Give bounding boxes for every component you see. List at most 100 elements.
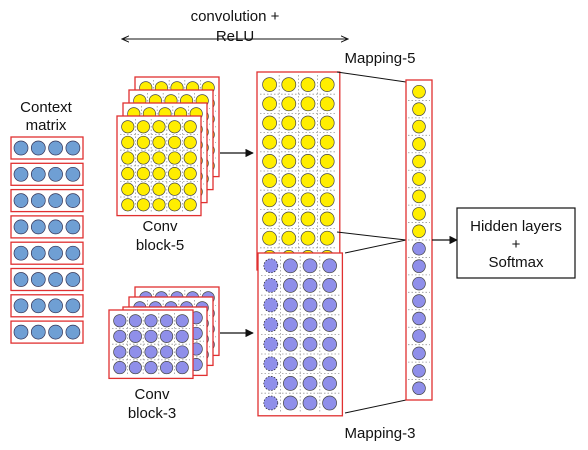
node-circle <box>302 395 318 411</box>
context-node <box>48 298 63 314</box>
node-circle <box>283 278 298 293</box>
node-circle <box>152 167 166 181</box>
context-row <box>10 136 84 160</box>
flat-node <box>412 294 426 308</box>
context-node <box>30 298 46 314</box>
node-circle <box>262 77 277 92</box>
node-circle <box>168 167 182 181</box>
flat-node <box>412 84 426 99</box>
context-matrix-label-line2: matrix <box>26 117 67 134</box>
node-circle <box>283 336 298 352</box>
node-circle <box>183 135 197 149</box>
node-circle <box>160 314 174 328</box>
node-circle <box>263 258 279 274</box>
mapping-3-projection-lines <box>344 239 407 414</box>
node-circle <box>144 345 158 359</box>
context-row <box>10 215 84 239</box>
node-circle <box>302 258 318 274</box>
node-circle <box>144 314 158 328</box>
node-circle <box>300 173 316 188</box>
node-circle <box>319 154 335 169</box>
node-circle <box>300 115 316 131</box>
node-circle <box>302 278 318 293</box>
context-node <box>65 166 81 182</box>
node-circle <box>128 361 142 375</box>
node-circle <box>121 182 135 196</box>
node-circle <box>168 198 182 212</box>
conv3-feature-map-front <box>108 309 194 380</box>
mapping-5-grid <box>256 71 341 271</box>
node-circle <box>128 314 142 328</box>
flat-node <box>412 154 426 169</box>
node-circle <box>136 151 150 165</box>
node-circle <box>319 115 335 131</box>
node-circle <box>281 77 297 92</box>
context-node <box>65 219 81 235</box>
flat-node <box>412 172 426 186</box>
node-circle <box>168 135 182 149</box>
conv-block-5-label-line1: Conv <box>142 218 178 235</box>
node-circle <box>144 361 158 375</box>
node-circle <box>183 182 197 196</box>
context-node <box>65 193 81 208</box>
context-node <box>30 272 46 287</box>
node-circle <box>183 120 197 134</box>
node-circle <box>283 395 298 411</box>
node-circle <box>175 361 189 375</box>
node-circle <box>319 192 335 208</box>
node-circle <box>136 198 150 212</box>
node-circle <box>322 376 337 391</box>
context-node <box>65 245 81 261</box>
node-circle <box>300 134 316 150</box>
context-row <box>10 267 84 292</box>
node-circle <box>168 120 182 134</box>
node-circle <box>175 345 189 359</box>
conv-block-3-label-line2: block-3 <box>128 405 176 422</box>
node-circle <box>281 192 297 208</box>
flat-node <box>412 364 426 378</box>
context-node <box>48 193 63 208</box>
node-circle <box>283 258 298 274</box>
node-circle <box>144 329 158 343</box>
node-circle <box>302 376 318 391</box>
context-node <box>48 166 63 182</box>
node-circle <box>160 329 174 343</box>
node-circle <box>300 211 316 227</box>
context-node <box>30 219 46 235</box>
node-circle <box>263 336 279 352</box>
node-circle <box>283 376 298 391</box>
context-node <box>65 140 81 156</box>
node-circle <box>136 135 150 149</box>
node-circle <box>281 211 297 227</box>
context-node <box>48 272 63 287</box>
context-row <box>10 320 84 344</box>
node-circle <box>160 361 174 375</box>
node-circle <box>113 361 127 375</box>
node-circle <box>281 96 297 112</box>
node-circle <box>281 154 297 169</box>
node-circle <box>152 135 166 149</box>
node-circle <box>121 151 135 165</box>
node-circle <box>283 356 298 372</box>
flat-node <box>412 259 426 273</box>
node-circle <box>300 230 316 246</box>
context-node <box>13 272 29 287</box>
context-row <box>10 241 84 265</box>
node-circle <box>183 198 197 212</box>
context-node <box>65 272 81 287</box>
node-circle <box>319 230 335 246</box>
mapping-3-map <box>257 252 344 417</box>
node-circle <box>281 173 297 188</box>
node-circle <box>152 151 166 165</box>
node-circle <box>168 151 182 165</box>
node-circle <box>283 317 298 332</box>
node-circle <box>281 230 297 246</box>
mapping-3-label: Mapping-3 <box>345 425 416 442</box>
mapping-3-grid <box>257 252 344 417</box>
node-circle <box>113 314 127 328</box>
conv-block-3-label-line1: Conv <box>134 386 170 403</box>
mapping-5-map <box>256 71 341 271</box>
node-circle <box>152 120 166 134</box>
node-circle <box>322 336 337 352</box>
